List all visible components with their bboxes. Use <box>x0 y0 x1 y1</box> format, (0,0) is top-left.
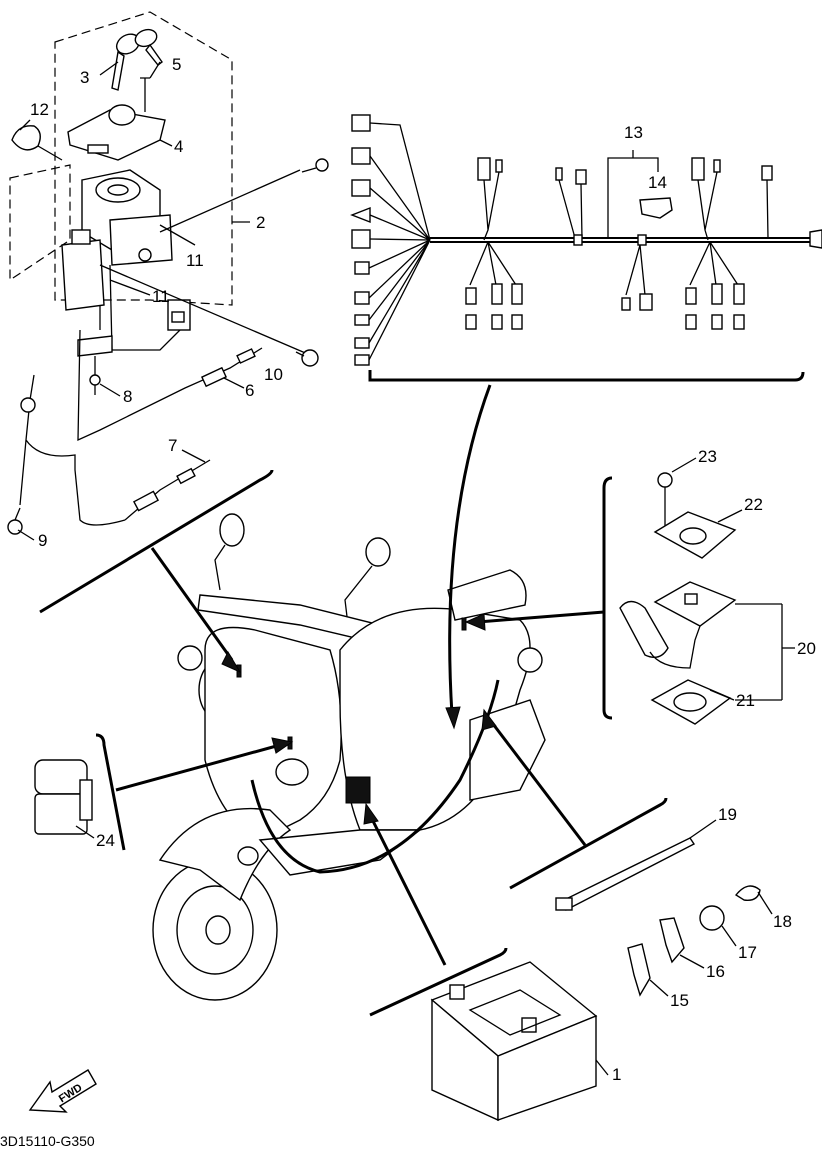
fwd-arrow-icon: FWD <box>28 1069 97 1113</box>
callout-23: 23 <box>698 447 717 466</box>
callout-4: 4 <box>174 137 183 156</box>
harness-connector-group <box>350 114 431 366</box>
callout-2: 2 <box>256 213 265 232</box>
main-switch-assembly <box>7 11 329 614</box>
callout-8: 8 <box>123 387 132 406</box>
callout-17: 17 <box>738 943 757 962</box>
callout-15: 15 <box>670 991 689 1010</box>
battery-part <box>369 947 598 1122</box>
callout-18: 18 <box>773 912 792 931</box>
callout-3: 3 <box>80 68 89 87</box>
callout-24: 24 <box>96 831 115 850</box>
fuel-sender-assembly <box>602 472 795 725</box>
callout-20: 20 <box>797 639 816 658</box>
cap-part <box>11 125 41 151</box>
callout-14: 14 <box>648 173 667 192</box>
key-part <box>111 28 163 91</box>
scooter-illustration <box>152 513 546 1001</box>
reference-arrows <box>115 384 605 966</box>
bolt-part <box>295 349 319 367</box>
harness-connector-group <box>465 229 822 330</box>
callout-13: 13 <box>624 123 643 142</box>
callout-7: 7 <box>168 436 177 455</box>
callout-5: 5 <box>172 55 181 74</box>
callout-11-lower: 11 <box>152 287 170 306</box>
callout-10: 10 <box>264 365 283 384</box>
callout-19: 19 <box>718 805 737 824</box>
callout-9: 9 <box>38 531 47 550</box>
callout-22: 22 <box>744 495 763 514</box>
callout-12: 12 <box>30 100 49 119</box>
callouts: 1 2 3 4 5 6 7 8 9 10 11 11 12 13 14 15 1… <box>17 55 816 1084</box>
callout-21: 21 <box>736 691 755 710</box>
callout-6: 6 <box>245 381 254 400</box>
cover-plate-part <box>67 104 166 161</box>
harness-connector-group <box>477 157 773 246</box>
callout-1: 1 <box>612 1065 621 1084</box>
callout-16: 16 <box>706 962 725 981</box>
wire-harness-assembly <box>350 114 822 382</box>
flasher-relay-part <box>34 733 126 851</box>
clamp-parts <box>509 797 761 997</box>
fuse-part <box>639 197 673 219</box>
main-switch-body <box>61 169 191 351</box>
bolt-part <box>301 158 329 173</box>
drawing-code: 3D15110-G350 <box>0 1133 95 1149</box>
callout-11-upper: 11 <box>186 251 204 270</box>
